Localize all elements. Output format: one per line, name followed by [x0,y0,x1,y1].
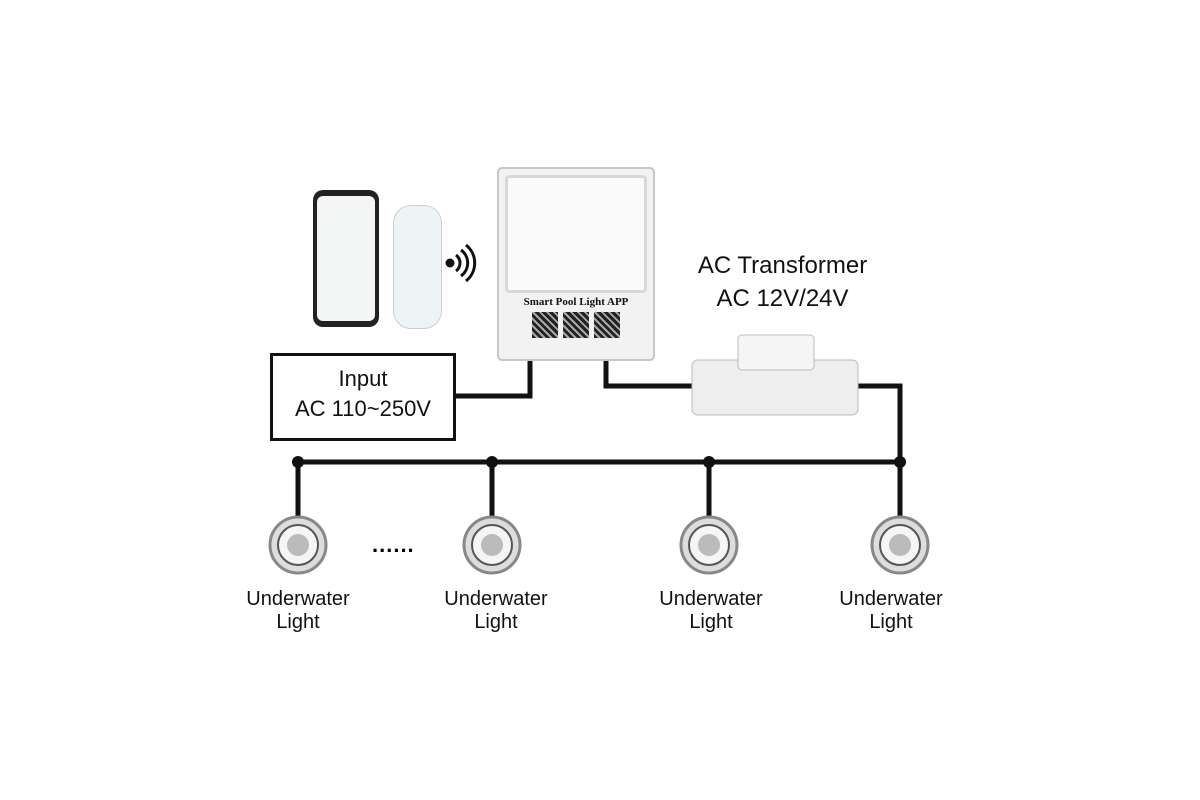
light-label: Underwater Light [821,588,961,634]
underwater-light-icon [679,515,739,575]
light-label: Underwater Light [641,588,781,634]
junction-dot [292,456,304,468]
light-label-line2: Light [689,611,733,633]
light-label: Underwater Light [426,588,566,634]
junction-dot [703,456,715,468]
input-cable [453,352,533,399]
light-label-line2: Light [474,611,518,633]
light-label-line2: Light [869,611,913,633]
light-label-line1: Underwater [246,588,350,610]
smartphone-app-icon [313,190,379,327]
remote-control-icon [393,205,442,329]
transformer-icon [691,334,859,416]
qr-code-icon [594,312,620,338]
underwater-light-icon [268,515,328,575]
underwater-lights [268,515,930,575]
light-drops [295,462,903,520]
transformer-output-cable [858,383,903,462]
transformer-input-cable [603,352,692,389]
light-label: Underwater Light [228,588,368,634]
controller-lid [505,175,647,293]
light-label-line1: Underwater [659,588,763,610]
transformer-title: AC Transformer [697,252,868,279]
qr-code-icon [532,312,558,338]
more-lights-ellipsis: ...... [372,532,415,557]
wireless-signal-icon [445,243,477,283]
light-label-line2: Light [276,611,320,633]
qr-code-icon [563,312,589,338]
input-power-box: Input AC 110~250V [270,353,456,441]
underwater-light-icon [462,515,522,575]
junction-dot [894,456,906,468]
junction-dot [486,456,498,468]
transformer-voltage: AC 12V/24V [716,285,849,312]
app-label: Smart Pool Light APP [523,296,629,308]
input-label: Input [338,366,388,391]
pool-light-controller: Smart Pool Light APP [497,167,655,361]
underwater-light-icon [870,515,930,575]
light-label-line1: Underwater [444,588,548,610]
light-label-line1: Underwater [839,588,943,610]
input-voltage: AC 110~250V [295,396,431,421]
